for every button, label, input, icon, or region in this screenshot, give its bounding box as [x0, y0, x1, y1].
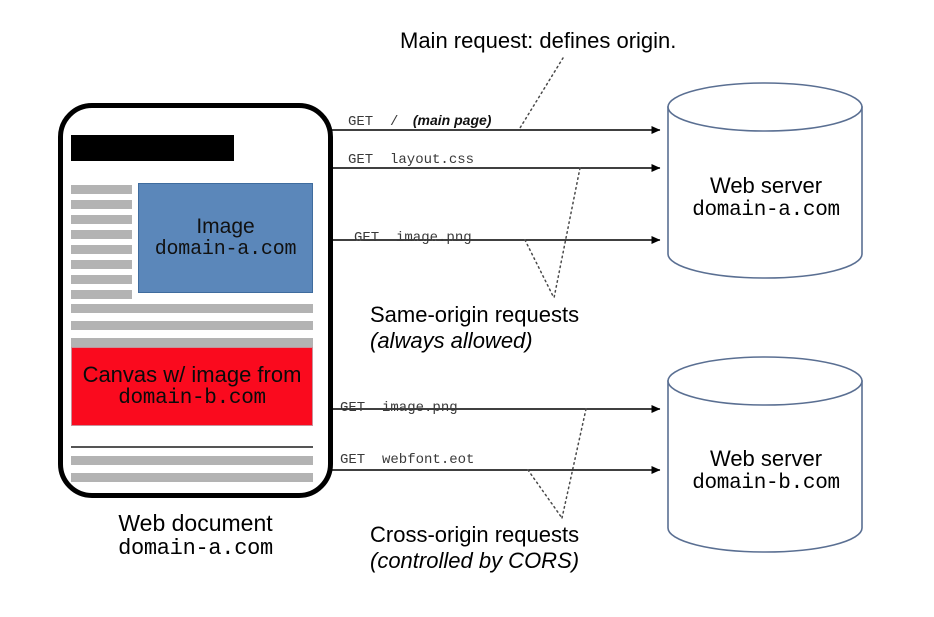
text-bar: [71, 321, 313, 330]
server-a-domain: domain-a.com: [692, 198, 840, 222]
text-bar: [71, 185, 132, 194]
document-text-column-left: [71, 185, 132, 305]
text-bar: [71, 304, 313, 313]
annotation-main-request: Main request: defines origin.: [400, 28, 676, 54]
request-method-path: GET webfont.eot: [340, 452, 475, 468]
text-bar: [71, 245, 132, 254]
leader-cross-origin: [527, 408, 587, 519]
request-label-image-png-same-origin: GET image.png: [354, 228, 472, 246]
request-method-path: GET layout.css: [348, 152, 475, 168]
text-bar: [71, 456, 313, 465]
text-bar: [71, 230, 132, 239]
request-method-path: GET image.png: [340, 400, 458, 416]
server-b-domain: domain-b.com: [692, 471, 840, 495]
text-bar: [71, 260, 132, 269]
request-label-layout-css: GET layout.css: [348, 150, 474, 168]
server-a-caption: Web server domain-a.com: [668, 173, 864, 224]
web-document-frame: [58, 103, 333, 498]
server-b-caption: Web server domain-b.com: [668, 446, 864, 497]
leader-same-origin: [524, 167, 581, 299]
annotation-same-origin: Same-origin requests (always allowed): [370, 302, 579, 354]
text-bar: [71, 200, 132, 209]
request-method-path: GET /: [348, 114, 399, 130]
annotation-cross-origin-line2: (controlled by CORS): [370, 547, 580, 573]
annotation-same-origin-line1: Same-origin requests: [370, 302, 580, 327]
annotation-cross-origin: Cross-origin requests (controlled by COR…: [370, 522, 579, 574]
request-label-image-png-cross-origin: GET image.png: [340, 398, 458, 416]
text-bar: [71, 275, 132, 284]
server-b-title: Web server: [709, 446, 823, 471]
server-a-title: Web server: [709, 173, 823, 198]
canvas-block-domain: domain-b.com: [118, 387, 266, 411]
annotation-cross-origin-line1: Cross-origin requests: [370, 522, 580, 547]
text-bar: [71, 215, 132, 224]
request-label-main-page: GET / (main page): [348, 112, 491, 130]
text-bar: [71, 338, 313, 347]
text-bar: [71, 473, 313, 482]
web-document-caption: Web document domain-a.com: [58, 510, 333, 562]
image-block-domain-a: Image domain-a.com: [138, 183, 313, 293]
document-text-block-bottom: [71, 456, 313, 490]
document-header-bar: [71, 135, 234, 161]
document-text-block-wide: [71, 304, 313, 355]
request-label-webfont-eot: GET webfont.eot: [340, 450, 474, 468]
web-document-caption-title: Web document: [118, 510, 273, 536]
text-bar: [71, 290, 132, 299]
image-block-domain: domain-a.com: [154, 237, 297, 261]
leader-main-request: [519, 57, 564, 129]
document-horizontal-rule: [71, 446, 313, 448]
canvas-block-domain-b: Canvas w/ image from domain-b.com: [71, 347, 313, 426]
request-note: (main page): [412, 112, 492, 128]
annotation-same-origin-line2: (always allowed): [370, 327, 533, 353]
image-block-title: Image: [196, 215, 255, 239]
annotation-main-request-text: Main request: defines origin.: [400, 28, 677, 53]
request-method-path: GET image.png: [354, 230, 472, 246]
web-document-caption-domain: domain-a.com: [118, 536, 273, 562]
canvas-block-title: Canvas w/ image from: [82, 361, 302, 387]
